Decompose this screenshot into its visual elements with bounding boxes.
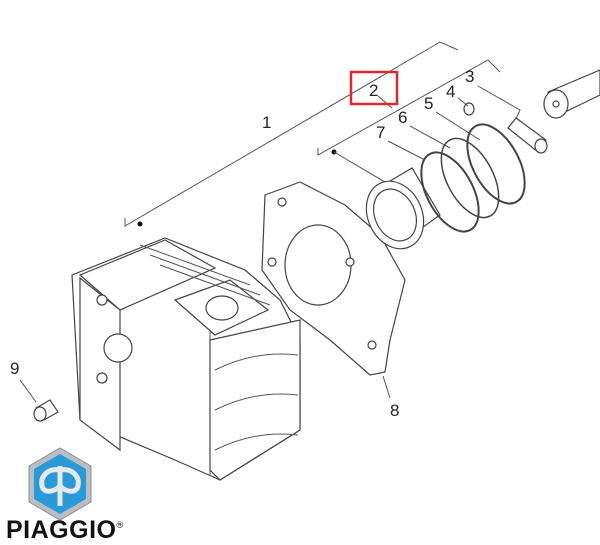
callout-3[interactable]: 3 [465, 67, 474, 86]
piston-ring-7 [420, 151, 480, 233]
brand-name: PIAGGIO® [6, 516, 124, 544]
bushing [33, 399, 59, 422]
piston [365, 167, 441, 250]
bracket-2 [317, 59, 501, 156]
bracket-1 [124, 41, 459, 227]
bracket-dot [137, 221, 143, 227]
gasket [261, 181, 406, 376]
piston-ring-5 [466, 123, 526, 205]
highlight-box [349, 70, 399, 106]
callout-8[interactable]: 8 [390, 401, 399, 420]
callout-5[interactable]: 5 [424, 94, 433, 113]
callout-9[interactable]: 9 [10, 359, 19, 378]
callout-2[interactable]: 2 [369, 81, 378, 100]
callout-4[interactable]: 4 [446, 82, 455, 101]
circlip [463, 102, 475, 116]
piston-pin [507, 117, 548, 154]
callout-1[interactable]: 1 [262, 113, 271, 132]
cylinder [71, 237, 301, 481]
callout-6[interactable]: 6 [398, 108, 407, 127]
callout-7[interactable]: 7 [376, 123, 385, 142]
piston-ring-6 [440, 137, 500, 219]
piaggio-logo-icon [28, 447, 92, 521]
connecting-rod [543, 69, 600, 119]
